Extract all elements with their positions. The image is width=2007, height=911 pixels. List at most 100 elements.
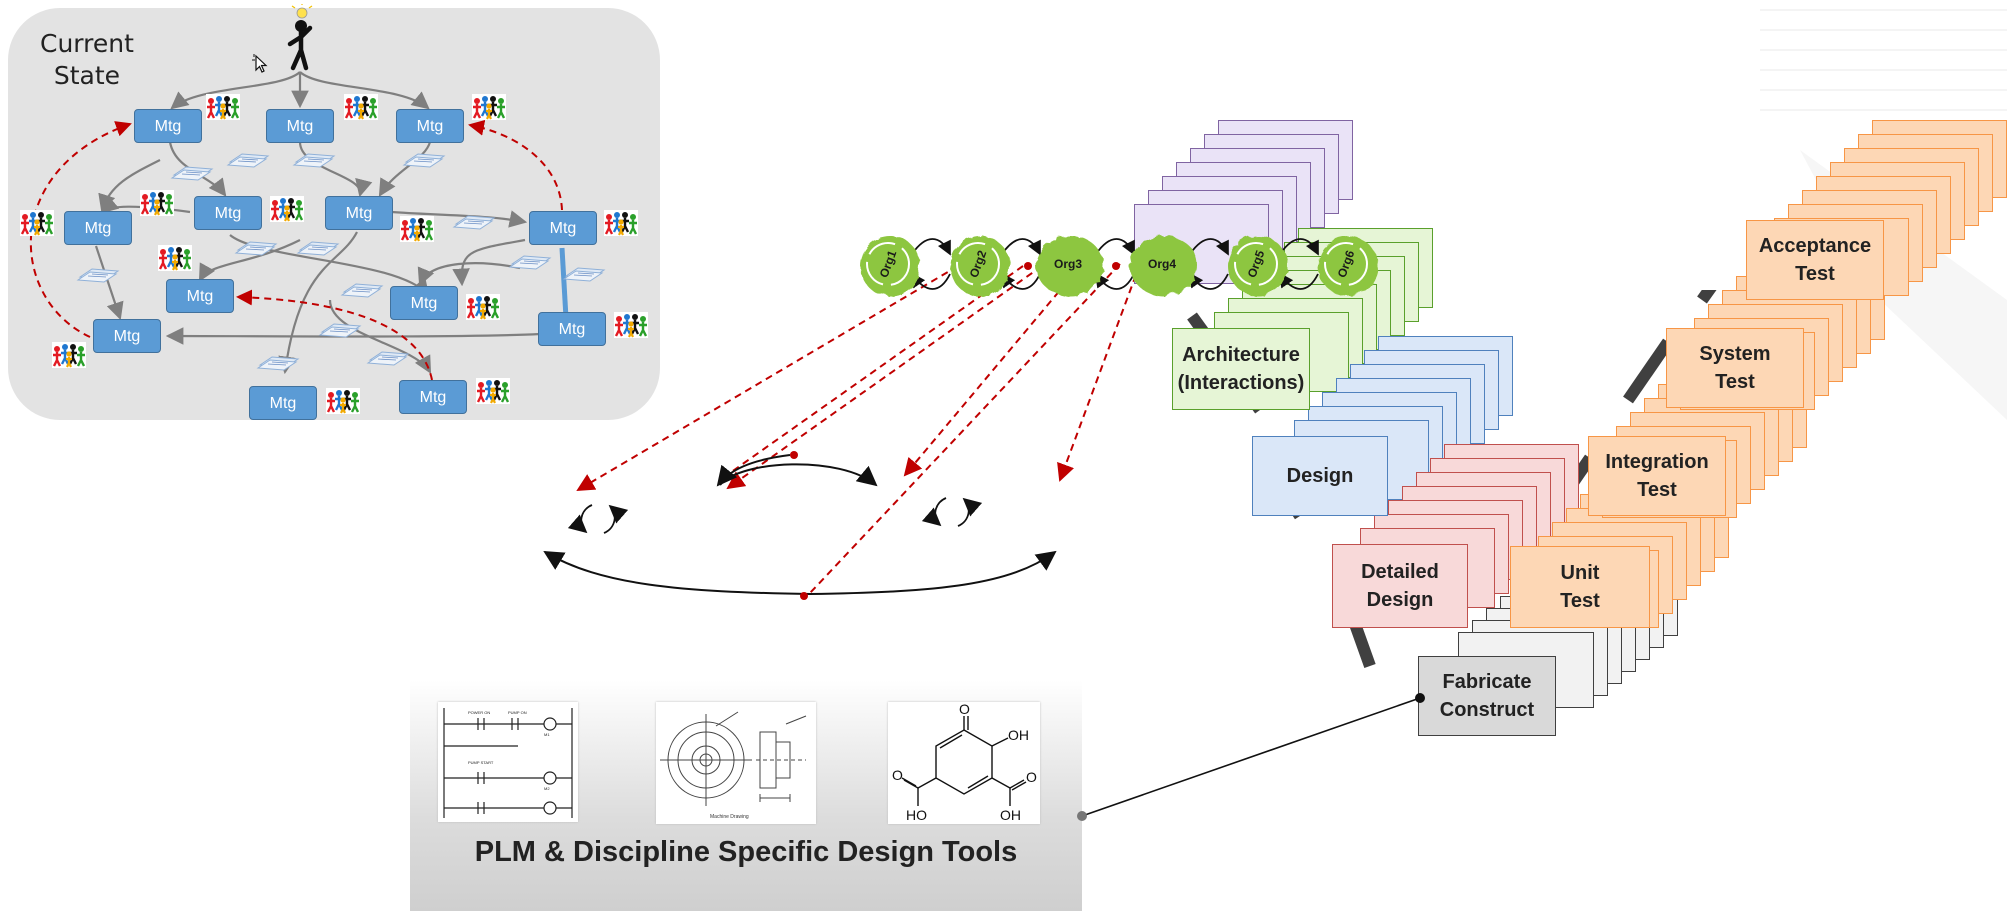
connector [298, 141, 373, 198]
documents-icon [293, 153, 335, 168]
documents-icon [297, 241, 339, 256]
documents-icon [453, 215, 495, 230]
machine-drawing-thumbnail: Machine Drawing [656, 702, 816, 824]
connector [98, 159, 161, 213]
documents-icon [227, 153, 269, 168]
meeting-box: Mtg [93, 319, 161, 353]
connector [278, 231, 358, 375]
org-node: Org2 [948, 234, 1008, 294]
detailed-design-box: Detailed Design [1332, 544, 1468, 628]
design-box: Design [1252, 436, 1388, 516]
team-people-icon [140, 190, 174, 216]
org-link-arc [1095, 238, 1135, 256]
dashed-link-line [903, 263, 1083, 477]
org-node: Org1 [858, 234, 918, 294]
meeting-box: Mtg [529, 211, 597, 245]
team-people-icon [52, 342, 86, 368]
connection-dot [1112, 262, 1120, 270]
cursor-icon [252, 54, 268, 73]
tools-to-fabricate-connector [1077, 693, 1425, 821]
team-people-icon [270, 196, 304, 222]
team-people-icon [476, 378, 510, 404]
team-people-icon [20, 210, 54, 236]
unit-test-box: Unit Test [1510, 546, 1650, 628]
org-link-arc [910, 272, 951, 290]
documents-icon [367, 351, 409, 366]
lightbulb-person-icon [287, 4, 313, 71]
ladder-label: M1 [544, 732, 550, 737]
connector [378, 141, 432, 197]
tools-caption: PLM & Discipline Specific Design Tools [474, 836, 1018, 868]
system-test-box: System Test [1666, 328, 1804, 408]
dashed-link-line [809, 263, 1121, 594]
atom-label: OH [1008, 727, 1029, 743]
team-people-icon [466, 294, 500, 320]
integration-test-box: Integration Test [1588, 436, 1726, 516]
atom-label: HO [906, 807, 927, 823]
documents-icon [235, 241, 277, 256]
dashed-link-line [1057, 263, 1141, 482]
cycle-icon [567, 504, 629, 534]
dashed-feedback-arrow [468, 119, 563, 211]
ladder-label: PUMP ON [508, 710, 527, 715]
meeting-box: Mtg [399, 380, 467, 414]
team-people-icon [400, 216, 434, 242]
dashed-link-line [726, 265, 1043, 490]
dashed-feedback-arrow [236, 289, 433, 381]
meeting-box: Mtg [64, 211, 132, 245]
org-chain: Org1 Org2 Org3 Org4 Org5 Org6 [858, 234, 1376, 294]
org-node: Org6 [1316, 234, 1376, 294]
cycle-icon [921, 497, 983, 527]
fabricate-construct-box: Fabricate Construct [1418, 656, 1556, 736]
connector [198, 239, 301, 282]
org-link-arc [1188, 272, 1229, 290]
connector [299, 71, 430, 110]
meeting-box: Mtg [538, 312, 606, 346]
dashed-link-line [719, 265, 1024, 481]
connector [165, 327, 541, 345]
team-people-icon [206, 94, 240, 120]
ladder-label: POWER ON [468, 710, 490, 715]
org-label: Org4 [1148, 257, 1176, 271]
meeting-box: Mtg [396, 109, 464, 143]
meeting-box: Mtg [266, 109, 334, 143]
ladder-label: M2 [544, 786, 550, 791]
interaction-arc [809, 550, 1057, 595]
org-node: Org5 [1226, 234, 1286, 294]
connection-dot [800, 592, 808, 600]
documents-icon [319, 323, 361, 338]
interaction-arc [719, 463, 878, 487]
org-label: Org3 [1054, 257, 1082, 271]
org-link-arc [1189, 238, 1229, 256]
org-interaction-diagram [543, 263, 1141, 600]
interaction-arc [543, 550, 811, 595]
team-people-icon [344, 94, 378, 120]
connector [452, 238, 526, 287]
meeting-box: Mtg [390, 286, 458, 320]
documents-icon [171, 166, 213, 181]
connector [391, 210, 528, 228]
documents-icon [257, 356, 299, 371]
architecture-box: Architecture (Interactions) [1172, 328, 1310, 410]
org-link-arc [1279, 238, 1319, 256]
org-link-arc [1278, 272, 1319, 290]
documents-icon [403, 153, 445, 168]
org-link-arc [911, 238, 951, 256]
org-node: Org4 [1128, 234, 1196, 294]
atom-label: OH [1000, 807, 1021, 823]
ladder-label: PUMP START [468, 760, 494, 765]
atom-label: O [1026, 769, 1037, 785]
current-state-title: Current State [40, 29, 134, 90]
chemical-structure-thumbnail: O OH HO O O OH [888, 701, 1040, 824]
connector [94, 245, 124, 321]
connector [417, 262, 521, 287]
team-people-icon [472, 94, 506, 120]
org-link-arc [1001, 238, 1041, 256]
interaction-arc [716, 454, 791, 487]
team-people-icon [326, 388, 360, 414]
meeting-box: Mtg [166, 279, 234, 313]
connector [328, 299, 432, 374]
documents-icon [77, 268, 119, 283]
atom-label: O [892, 767, 903, 783]
